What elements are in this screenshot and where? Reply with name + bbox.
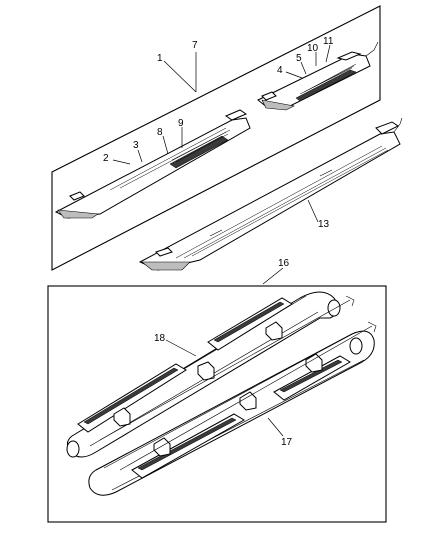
callout-4: 4 bbox=[277, 65, 283, 76]
long-step-board-upper bbox=[54, 109, 251, 219]
callout-10: 10 bbox=[307, 43, 319, 54]
upper-panel-frame bbox=[51, 5, 381, 271]
callout-5: 5 bbox=[296, 53, 302, 64]
callout-18: 18 bbox=[154, 333, 166, 344]
lower-panel-frame bbox=[47, 285, 387, 523]
tube-step-lower bbox=[88, 321, 377, 496]
callout-9: 9 bbox=[178, 118, 184, 129]
callout-16: 16 bbox=[278, 258, 290, 269]
tube-step-upper bbox=[66, 291, 355, 458]
callout-11: 11 bbox=[323, 36, 334, 47]
callout-1: 1 bbox=[157, 53, 163, 64]
short-step-board bbox=[257, 41, 379, 111]
callout-2: 2 bbox=[103, 153, 109, 164]
callout-13: 13 bbox=[318, 219, 330, 230]
long-step-board-lower bbox=[138, 117, 403, 271]
callout-17: 17 bbox=[281, 437, 293, 448]
callout-7: 7 bbox=[192, 40, 198, 51]
callout-8: 8 bbox=[157, 127, 163, 138]
leader-lines bbox=[112, 44, 331, 437]
callout-3: 3 bbox=[133, 140, 139, 151]
